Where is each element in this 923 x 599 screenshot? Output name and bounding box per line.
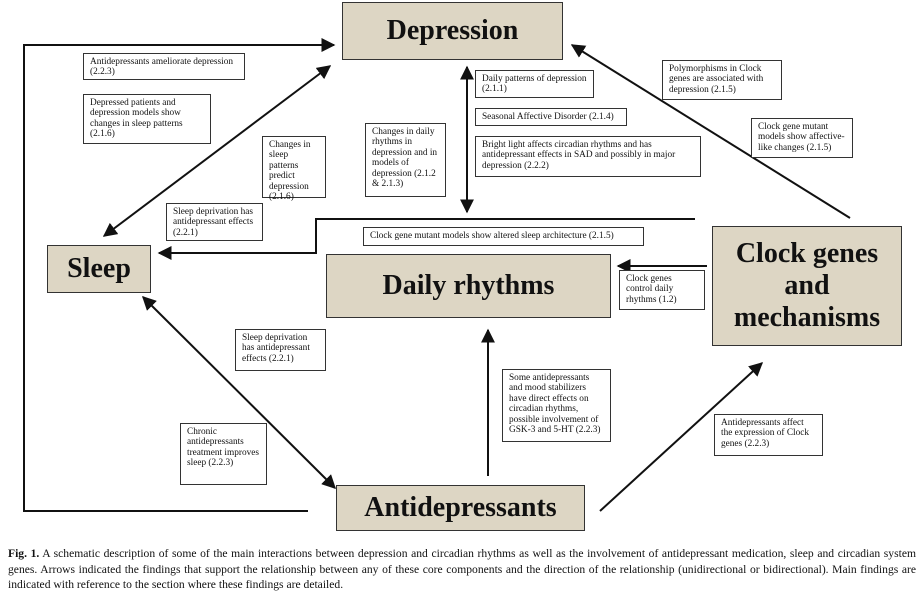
caption-text: A schematic description of some of the m… — [8, 547, 916, 592]
note-sleep-deprivation-top: Sleep deprivation has antidepressant eff… — [166, 203, 263, 241]
arrow-clock-to-depression — [570, 44, 851, 219]
note-clock-genes-control: Clock genes control daily rhythms (1.2) — [619, 270, 705, 310]
caption-label: Fig. 1. — [8, 547, 40, 560]
note-sleep-patterns-predict: Changes in sleep patterns predict depres… — [262, 136, 326, 202]
note-sleep-deprivation-bottom: Sleep deprivation has antidepressant eff… — [235, 329, 326, 371]
node-sleep: Sleep — [47, 245, 151, 293]
arrow-clock-to-sleep — [157, 218, 695, 260]
figure-caption: Fig. 1. A schematic description of some … — [8, 546, 916, 593]
connector-layer — [23, 38, 851, 512]
node-antidepressants: Antidepressants — [336, 485, 585, 531]
note-chronic-treatment: Chronic antidepressants treatment improv… — [180, 423, 267, 485]
arrow-antidepressants-to-depression — [23, 38, 336, 512]
note-daily-rhythm-changes: Changes in daily rhythms in depression a… — [365, 123, 446, 197]
note-some-antidepressants: Some antidepressants and mood stabilizer… — [502, 369, 611, 442]
note-antidepressants-clock-expression: Antidepressants affect the expression of… — [714, 414, 823, 456]
note-clock-mutant-sleep: Clock gene mutant models show altered sl… — [363, 227, 644, 246]
note-bright-light: Bright light affects circadian rhythms a… — [475, 136, 701, 177]
node-clock-genes: Clock genes and mechanisms — [712, 226, 902, 346]
diagram: Depression Sleep Daily rhythms Clock gen… — [23, 2, 902, 531]
arrow-sleep-depression — [102, 65, 332, 237]
node-daily-rhythms: Daily rhythms — [326, 254, 611, 318]
note-seasonal-affective-disorder: Seasonal Affective Disorder (2.1.4) — [475, 108, 627, 126]
note-daily-patterns: Daily patterns of depression (2.1.1) — [475, 70, 594, 98]
note-depressed-patients-sleep: Depressed patients and depression models… — [83, 94, 211, 144]
node-depression: Depression — [342, 2, 563, 60]
note-antidepressants-ameliorate: Antidepressants ameliorate depression (2… — [83, 53, 245, 80]
note-clock-mutant-affective: Clock gene mutant models show affective-… — [751, 118, 853, 158]
arrow-antidepressants-to-clock — [599, 362, 764, 512]
note-polymorphisms: Polymorphisms in Clock genes are associa… — [662, 60, 782, 100]
arrow-sleep-antidepressants — [142, 296, 336, 489]
